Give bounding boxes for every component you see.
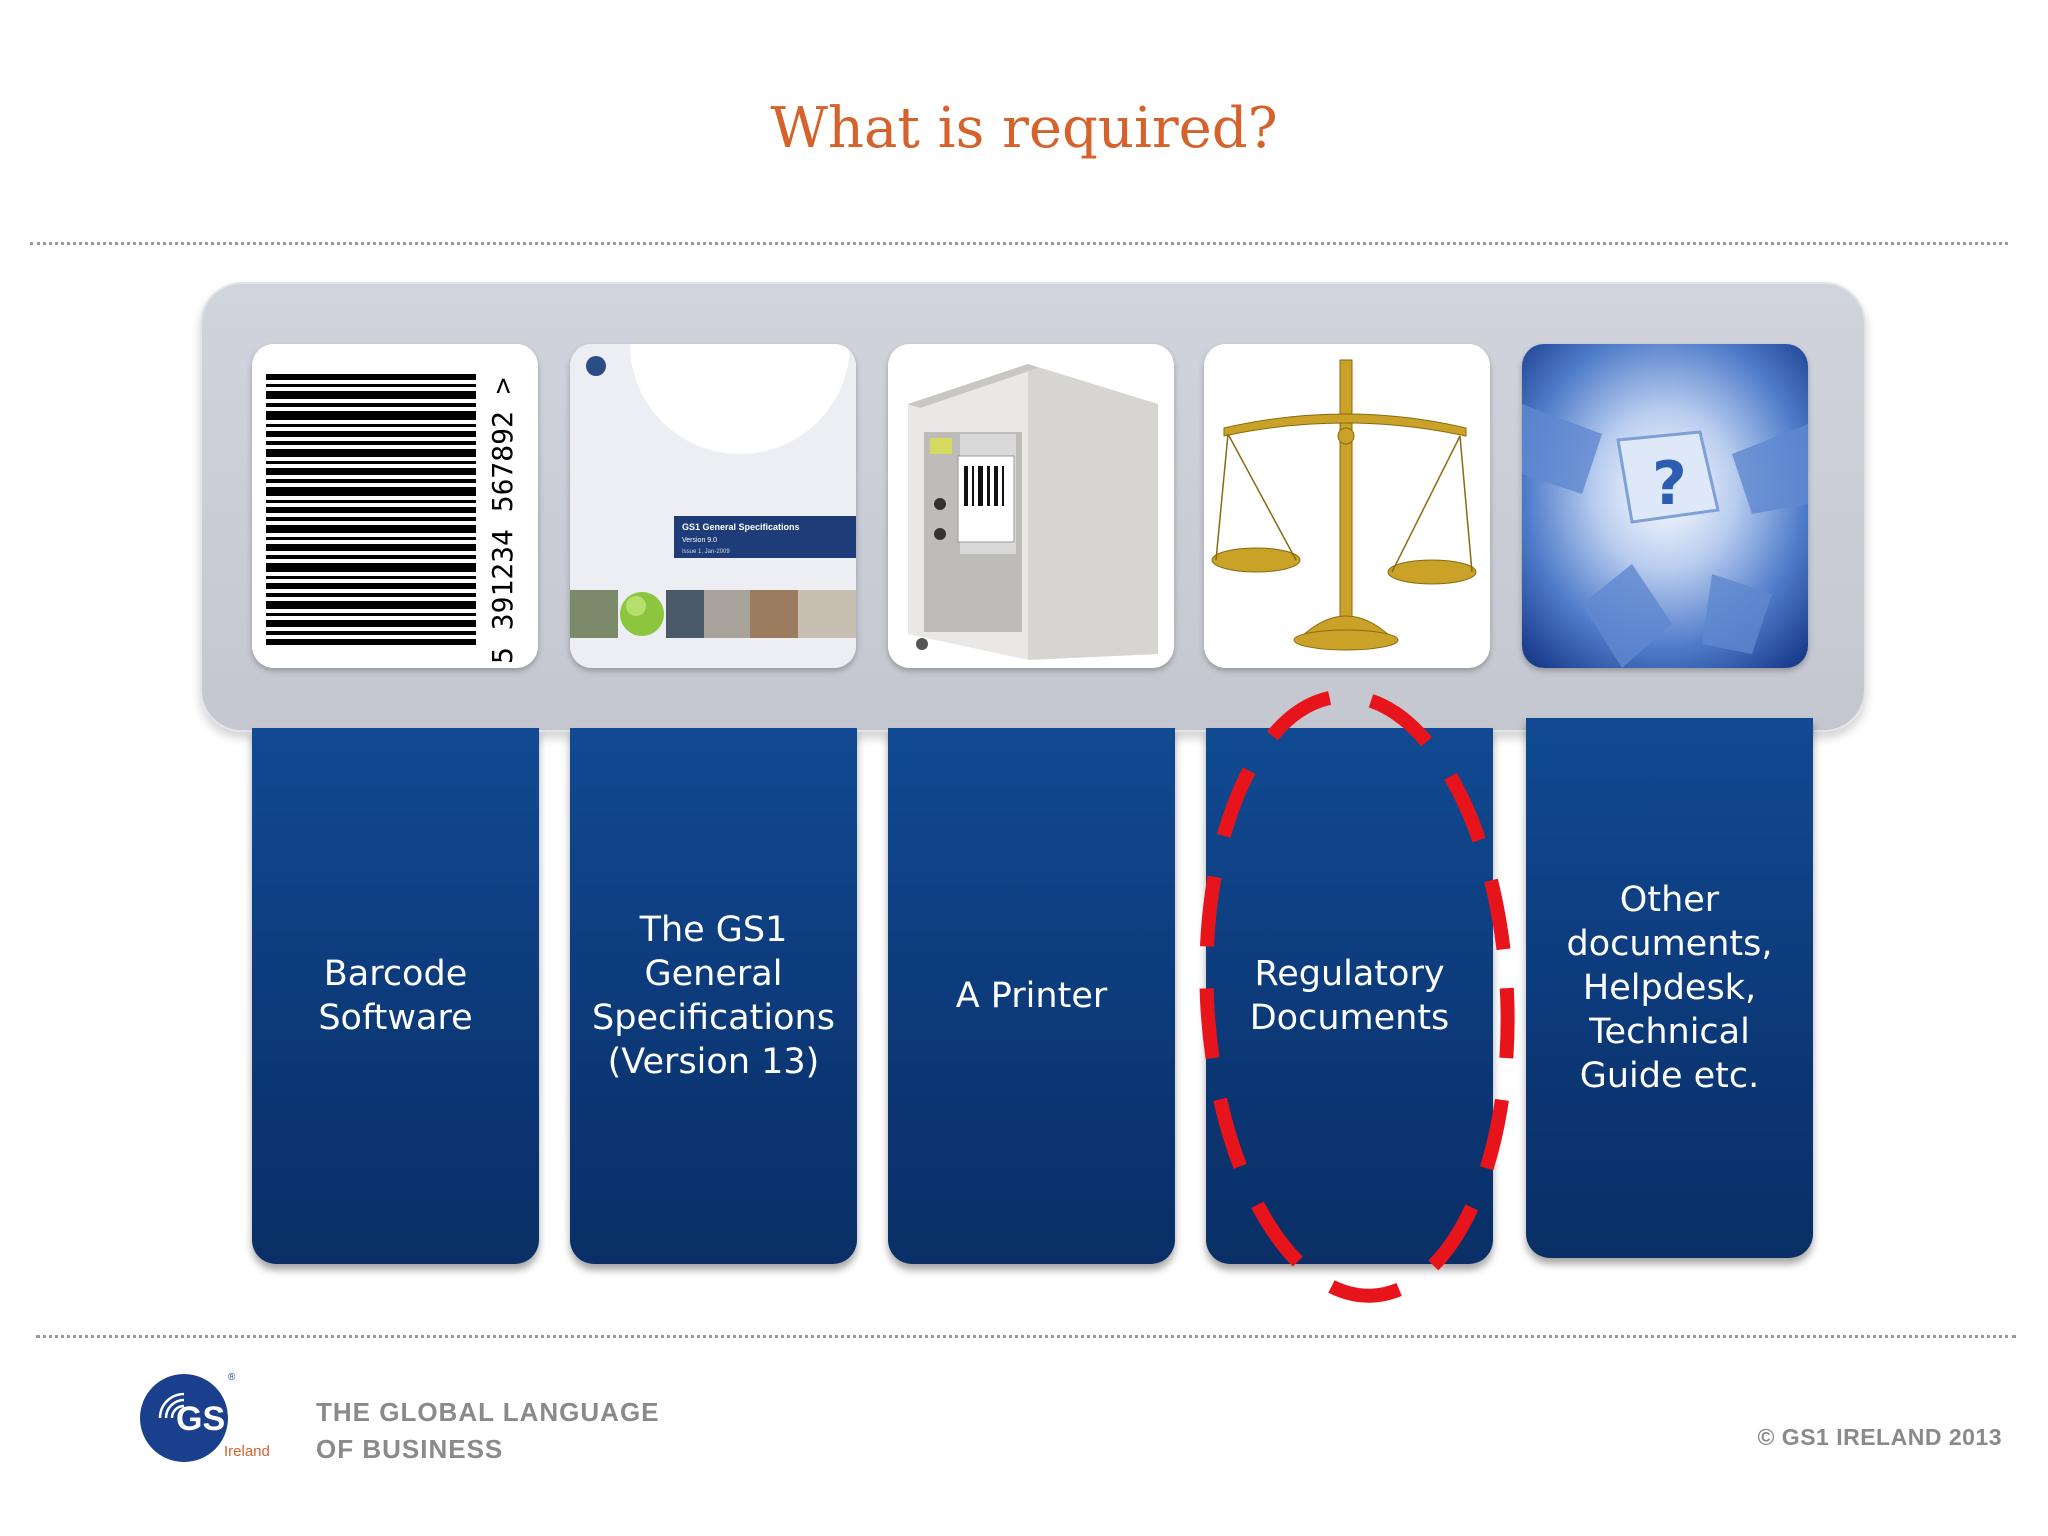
question-key-icon: ? <box>1522 344 1808 668</box>
svg-text:Issue 1, Jan-2009: Issue 1, Jan-2009 <box>682 549 730 555</box>
svg-text:Version 9.0: Version 9.0 <box>682 537 717 544</box>
svg-text:GS1 General Specifications: GS1 General Specifications <box>682 522 800 532</box>
card-label: Barcode Software <box>318 954 473 1038</box>
top-divider <box>30 242 2008 245</box>
scales-icon <box>1204 344 1490 668</box>
card-other-documents: Other documents, Helpdesk, Technical Gui… <box>1526 718 1813 1258</box>
tagline-line-1: THE GLOBAL LANGUAGE <box>316 1397 660 1427</box>
svg-text:GS1: GS1 <box>176 1400 244 1438</box>
copyright-text: © GS1 IRELAND 2013 <box>1757 1424 2002 1450</box>
barcode-digits: 5 391234 567892 > <box>486 377 519 664</box>
card-barcode-software: Barcode Software <box>252 728 539 1264</box>
card-regulatory-documents: Regulatory Documents <box>1206 728 1493 1264</box>
slide-title: What is required? <box>770 96 1278 161</box>
scales-of-justice-image <box>1204 344 1490 668</box>
card-label: The GS1 General Specifications (Version … <box>592 910 835 1082</box>
card-label: Regulatory Documents <box>1249 954 1450 1038</box>
svg-text:Ireland: Ireland <box>224 1443 270 1460</box>
card-label: Other documents, Helpdesk, Technical Gui… <box>1566 880 1773 1096</box>
svg-text:®: ® <box>228 1372 236 1383</box>
bottom-divider <box>36 1335 2016 1338</box>
tagline-line-2: OF BUSINESS <box>316 1434 504 1464</box>
barcode-image: 5 391234 567892 > <box>252 344 538 668</box>
card-label: A Printer <box>955 976 1108 1016</box>
gs1-ireland-logo: GS1 Ireland ® <box>140 1372 270 1462</box>
svg-text:?: ? <box>1652 449 1687 519</box>
label-printer-image <box>888 344 1174 668</box>
gs1-specifications-document-image: GS1 General Specifications Version 9.0 I… <box>570 344 856 668</box>
highlight-dashed-ellipse <box>1199 689 1515 1303</box>
document-icon: GS1 General Specifications Version 9.0 I… <box>570 344 856 668</box>
card-gs1-general-specifications: The GS1 General Specifications (Version … <box>570 728 857 1264</box>
footer-tagline: THE GLOBAL LANGUAGE OF BUSINESS <box>316 1394 660 1468</box>
printer-icon <box>888 344 1174 668</box>
question-mark-key-image: ? <box>1522 344 1808 668</box>
card-a-printer: A Printer <box>888 728 1175 1264</box>
barcode-icon: 5 391234 567892 > <box>252 344 538 668</box>
